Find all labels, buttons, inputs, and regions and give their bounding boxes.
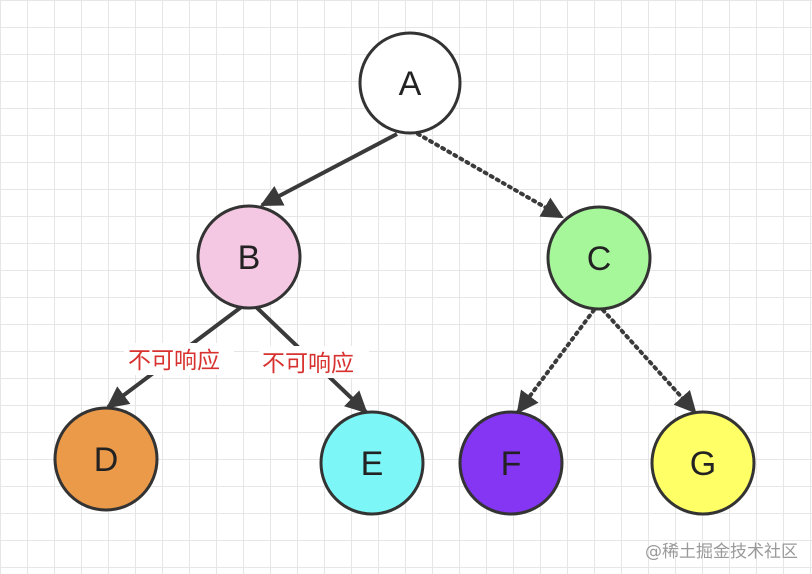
edge-c-g	[601, 308, 697, 414]
svg-text:A: A	[399, 65, 422, 103]
watermark: @稀土掘金技术社区	[645, 542, 798, 562]
edge-c-f	[516, 308, 596, 414]
edge-a-c	[416, 132, 564, 219]
svg-text:D: D	[94, 441, 119, 479]
svg-text:E: E	[361, 445, 384, 483]
svg-text:F: F	[501, 445, 522, 483]
svg-text:G: G	[690, 445, 716, 483]
svg-text:C: C	[587, 240, 612, 278]
node-e: E	[319, 410, 425, 516]
node-b: B	[196, 204, 302, 310]
node-c: C	[546, 205, 652, 311]
node-a: A	[358, 31, 462, 135]
node-f: F	[458, 410, 564, 516]
edge-label-b-e: 不可响应	[262, 351, 354, 377]
svg-text:B: B	[238, 239, 261, 277]
edge-a-b	[260, 132, 398, 207]
edge-label-b-d: 不可响应	[128, 348, 220, 374]
node-d: D	[53, 406, 159, 512]
node-g: G	[650, 410, 756, 516]
